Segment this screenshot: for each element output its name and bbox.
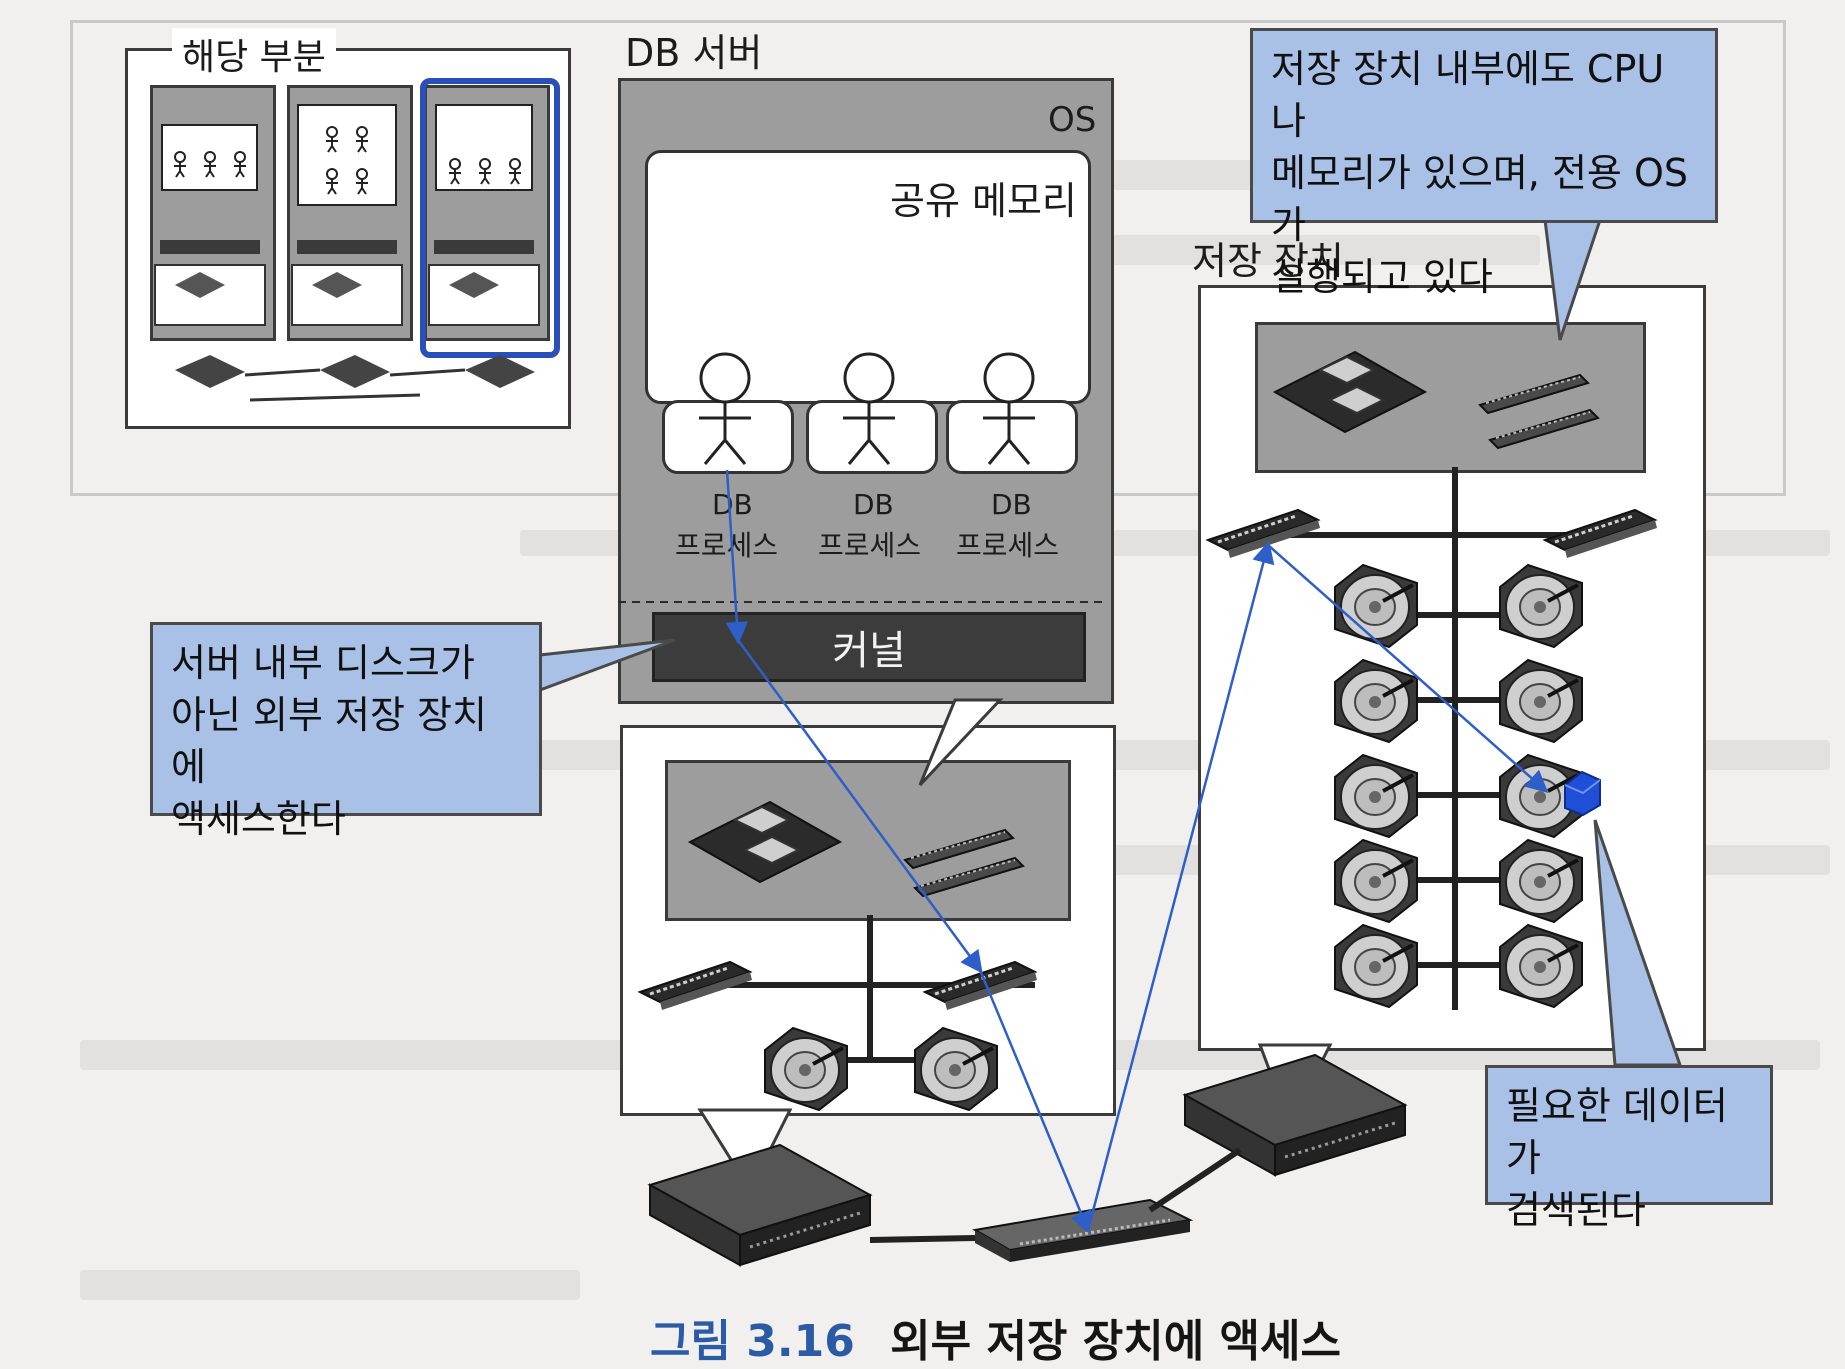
db-process-label-3-line2: 프로세스: [956, 529, 1060, 562]
callout-storage-internal: 저장 장치 내부에도 CPU나 메모리가 있으며, 전용 OS가 실행되고 있다: [1250, 28, 1718, 299]
db-process-figures: [697, 352, 1037, 466]
db-process-box-3: [946, 400, 1078, 474]
figure-caption: 그림 3.16 외부 저장 장치에 액세스: [650, 1305, 1341, 1369]
access-path-arrows: [725, 469, 1549, 1235]
callout-storage-line-3: 실행되고 있다: [1271, 255, 1493, 299]
os-label: OS: [1048, 100, 1097, 140]
network-hardware: [648, 1053, 1407, 1267]
thumbnail-internals: [154, 104, 540, 402]
callout-external-line-1: 서버 내부 디스크가: [171, 641, 475, 685]
callout-data-line-2: 검색된다: [1506, 1188, 1646, 1232]
db-process-box-2: [806, 400, 938, 474]
callout-external-line-2: 아닌 외부 저장 장치에: [171, 693, 487, 789]
thumbnail-label: 해당 부분: [172, 28, 336, 80]
callout-data-found: 필요한 데이터가 검색된다: [1485, 1065, 1773, 1232]
db-process-label-1-line1: DB: [712, 488, 753, 521]
callout-tail-external: [538, 638, 676, 693]
thumbnail-highlight: [420, 78, 560, 358]
figure-title: 외부 저장 장치에 액세스: [890, 1316, 1341, 1367]
callout-tail-data: [1593, 819, 1683, 1067]
figure-number: 그림 3.16: [650, 1316, 855, 1367]
callout-storage-line-2: 메모리가 있으며, 전용 OS가: [1271, 151, 1688, 247]
callout-external-access: 서버 내부 디스크가 아닌 외부 저장 장치에 액세스한다: [150, 622, 542, 841]
kernel-bar: 커널: [652, 612, 1086, 682]
server-hardware: [638, 801, 1039, 1112]
db-server-title: DB 서버: [625, 31, 763, 75]
db-process-label-3-line1: DB: [991, 488, 1032, 521]
storage-hardware: [1206, 351, 1659, 1010]
hardware-panel-tail: [918, 698, 1004, 787]
callout-data-line-1: 필요한 데이터가: [1506, 1084, 1728, 1180]
db-process-label-2-line2: 프로세스: [818, 529, 922, 562]
db-process-label-2-line1: DB: [853, 488, 894, 521]
background-text-bleed: [80, 1270, 580, 1300]
db-process-label-1-line2: 프로세스: [675, 529, 779, 562]
data-cube-icon: [1564, 770, 1601, 817]
callout-external-line-3: 액세스한다: [171, 797, 346, 841]
callout-storage-line-1: 저장 장치 내부에도 CPU나: [1271, 47, 1665, 143]
shared-memory-label: 공유 메모리: [890, 179, 1077, 223]
storage-title: 저장 장치: [1192, 239, 1344, 283]
